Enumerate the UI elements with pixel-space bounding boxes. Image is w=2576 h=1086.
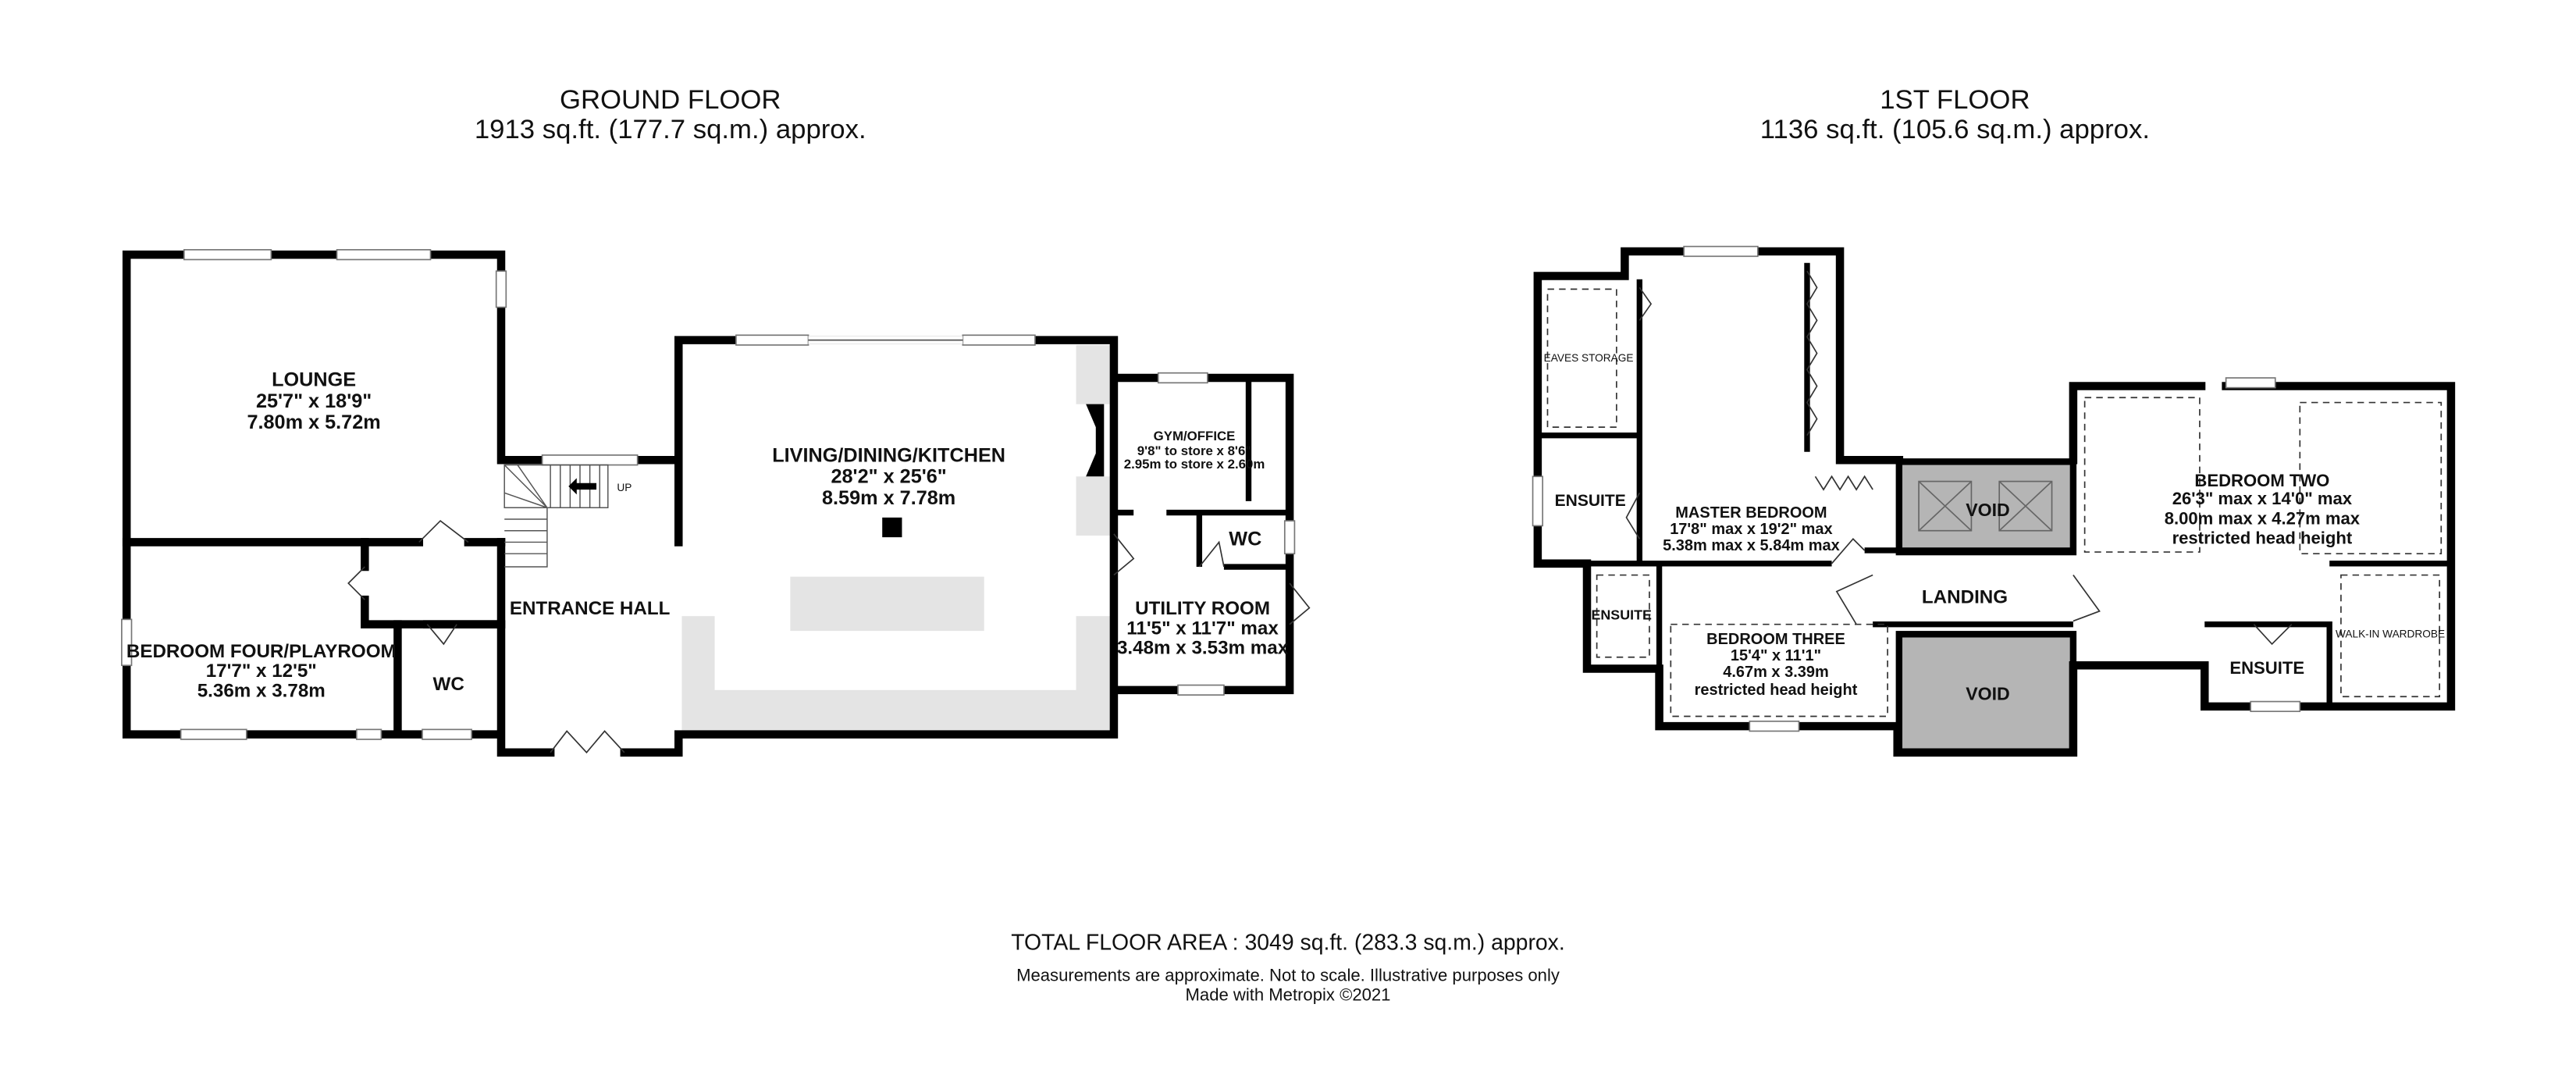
room-size-metric: 4.67m x 3.39m	[1723, 664, 1829, 681]
window	[183, 249, 272, 261]
room-name: LIVING/DINING/KITCHEN	[772, 444, 1005, 466]
room-size-imperial: 11'5" x 11'7" max	[1126, 618, 1279, 639]
room-ensuite-master[interactable]: ENSUITE	[1555, 492, 1626, 510]
room-size-metric: 5.36m x 3.78m	[197, 680, 326, 701]
void-label: VOID	[1966, 683, 2010, 703]
void-area	[1895, 458, 2077, 556]
restricted-area-outline	[2299, 401, 2443, 555]
restricted-area-outline	[1670, 623, 1888, 717]
room-name: BEDROOM TWO	[2194, 471, 2329, 490]
credit: Made with Metropix ©2021	[1186, 985, 1391, 1005]
room-note: restricted head height	[2172, 529, 2353, 548]
room-eaves-storage[interactable]: EAVES STORAGE	[1544, 352, 1634, 364]
window	[495, 270, 507, 308]
void-label: VOID	[1966, 500, 2010, 520]
room-note: restricted head height	[1695, 682, 1858, 699]
eaves-outline	[1546, 288, 1617, 428]
room-size-metric: 7.80m x 5.72m	[247, 411, 380, 433]
room-name: BEDROOM FOUR/PLAYROOM	[126, 641, 397, 662]
window	[1157, 372, 1208, 384]
room-walk-in-wardrobe[interactable]: WALK-IN WARDROBE	[2336, 628, 2445, 640]
kitchen-counter	[681, 689, 1112, 735]
room-master-bedroom[interactable]: MASTER BEDROOM 17'8" max x 19'2" max 5.3…	[1663, 504, 1840, 554]
window	[2250, 700, 2301, 713]
room-wc-utility[interactable]: WC	[1229, 529, 1261, 550]
first-floor-area: 1136 sq.ft. (105.6 sq.m.) approx.	[1760, 115, 2150, 144]
room-name: MASTER BEDROOM	[1675, 504, 1827, 522]
room-bedroom-three[interactable]: BEDROOM THREE 15'4" x 11'1" 4.67m x 3.39…	[1695, 631, 1858, 699]
room-size-imperial: 17'7" x 12'5"	[206, 661, 317, 682]
window	[121, 618, 133, 667]
fireplace	[1086, 404, 1105, 477]
room-bedroom-two[interactable]: BEDROOM TWO 26'3" max x 14'0" max 8.00m …	[2165, 471, 2361, 548]
room-bedroom-four[interactable]: BEDROOM FOUR/PLAYROOM 17'7" x 12'5" 5.36…	[126, 641, 397, 702]
disclaimer: Measurements are approximate. Not to sca…	[1016, 965, 1560, 985]
window	[962, 334, 1036, 346]
first-floor-title: 1ST FLOOR	[1880, 85, 2030, 115]
restricted-area-outline	[2083, 397, 2201, 553]
kitchen-counter	[1076, 476, 1112, 536]
room-landing[interactable]: LANDING	[1922, 586, 2008, 607]
room-size-imperial: 15'4" x 11'1"	[1731, 647, 1821, 664]
room-size-imperial: 9'8" to store x 8'6"	[1137, 443, 1252, 458]
room-name: UTILITY ROOM	[1135, 598, 1270, 619]
wardrobe-outline	[2340, 574, 2441, 698]
room-gym-office[interactable]: GYM/OFFICE 9'8" to store x 8'6" 2.95m to…	[1124, 429, 1265, 472]
stairs-up-label: UP	[617, 482, 632, 493]
window	[541, 454, 639, 466]
room-name: GYM/OFFICE	[1154, 429, 1236, 443]
ground-floor-plan: UP LOUNGE 25'7" x 18'9" 7.80m x 5.72m LI…	[121, 249, 1311, 757]
ground-floor-area: 1913 sq.ft. (177.7 sq.m.) approx.	[475, 115, 866, 144]
room-size-imperial: 17'8" max x 19'2" max	[1670, 521, 1832, 538]
window	[2225, 377, 2276, 389]
window	[1683, 245, 1759, 258]
room-ensuite-two[interactable]: ENSUITE	[2229, 658, 2304, 678]
window	[422, 728, 472, 740]
kitchen-counter	[1076, 616, 1112, 699]
room-size-metric: 2.95m to store x 2.60m	[1124, 457, 1265, 472]
room-ensuite-three[interactable]: ENSUITE	[1591, 607, 1652, 622]
room-size-metric: 3.48m x 3.53m max	[1117, 638, 1289, 659]
kitchen-island	[790, 576, 984, 632]
column	[882, 517, 902, 538]
room-size-imperial: 28'2" x 25'6"	[831, 466, 946, 488]
window	[1283, 520, 1296, 555]
window	[1177, 684, 1225, 696]
first-floor-plan: EAVES STORAGE ENSUITE MASTER BEDROOM 17'…	[1532, 245, 2456, 757]
ground-floor-title: GROUND FLOOR	[560, 85, 781, 115]
room-size-metric: 8.00m max x 4.27m max	[2165, 508, 2361, 528]
room-size-metric: 8.59m x 7.78m	[822, 487, 955, 509]
room-name: BEDROOM THREE	[1706, 631, 1845, 648]
window	[355, 728, 382, 740]
arrow-left-icon	[568, 478, 597, 495]
void-area	[1895, 631, 2077, 757]
room-entrance-hall[interactable]: ENTRANCE HALL	[510, 598, 671, 619]
window	[735, 334, 809, 346]
total-floor-area: TOTAL FLOOR AREA : 3049 sq.ft. (283.3 sq…	[1011, 930, 1565, 955]
window	[1532, 475, 1544, 527]
window	[1749, 720, 1800, 732]
room-size-imperial: 26'3" max x 14'0" max	[2172, 489, 2353, 508]
room-lounge[interactable]: LOUNGE 25'7" x 18'9" 7.80m x 5.72m	[247, 369, 380, 434]
room-utility[interactable]: UTILITY ROOM 11'5" x 11'7" max 3.48m x 3…	[1117, 598, 1289, 659]
window	[336, 249, 432, 261]
ensuite-outline	[1596, 574, 1650, 658]
kitchen-counter	[1076, 344, 1112, 404]
room-wc[interactable]: WC	[433, 674, 464, 695]
skylight-icon	[1918, 480, 2053, 532]
room-name: LOUNGE	[272, 369, 356, 391]
staircase[interactable]: UP	[503, 464, 632, 568]
room-living-dining-kitchen[interactable]: LIVING/DINING/KITCHEN 28'2" x 25'6" 8.59…	[772, 444, 1005, 509]
room-size-imperial: 25'7" x 18'9"	[256, 390, 372, 412]
room-size-metric: 5.38m max x 5.84m max	[1663, 537, 1840, 554]
window	[180, 728, 247, 740]
